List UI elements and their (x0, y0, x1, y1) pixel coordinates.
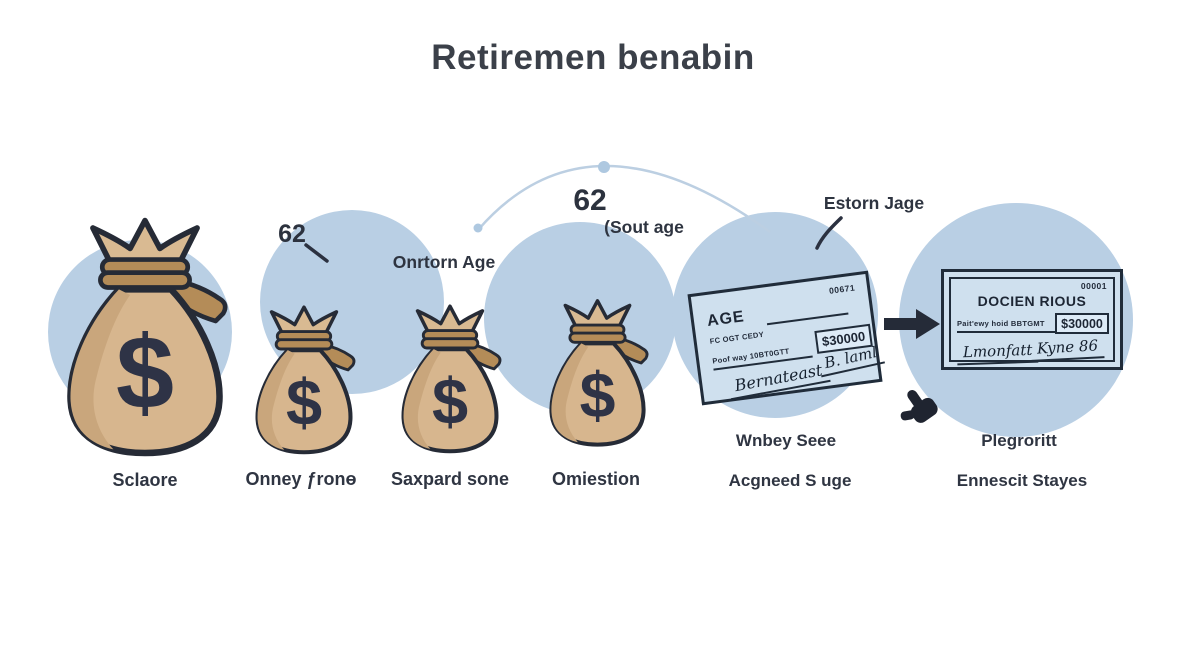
early-age-label: Onrtorn Age (392, 252, 496, 272)
check-number: 00001 (1080, 281, 1107, 291)
full-age-label: (Sout age (604, 217, 684, 237)
countersignature: Kyne 86 (1030, 336, 1105, 362)
dollar-symbol: $ (432, 364, 468, 437)
bag-label-4: Omiestion (551, 469, 641, 489)
benefit-check-2: 00001 DOCIEN RIOUS Pait'ewy hoid BBTGMT … (941, 269, 1123, 370)
estorn-leader-line (815, 216, 843, 250)
check-inner-border (949, 277, 1115, 362)
early-age-number: 62 (278, 220, 306, 248)
check-subtext: FC OGT CEDY (709, 329, 765, 346)
dollar-symbol: $ (580, 359, 616, 431)
check-heading: AGE (706, 308, 746, 330)
payee-line (766, 312, 849, 326)
full-age-number: 62 (573, 184, 607, 217)
bag-label-3: Saxpard sone (390, 469, 510, 489)
money-bag-small-2: $ (392, 294, 508, 460)
money-bag-small-3: $ (540, 281, 655, 461)
check-number: 00671 (828, 282, 856, 296)
bag-label-2: Onney ƒronɵ (245, 469, 357, 489)
amount-box: $30000 (1055, 313, 1109, 334)
dollar-symbol: $ (116, 315, 174, 431)
money-bag-small-1: $ (246, 296, 362, 460)
check2-caption: Plegroritt (981, 431, 1057, 450)
age-tick-line (304, 243, 329, 263)
benefit-check-1: 00671 AGE FC OGT CEDY $30000 Poof way 10… (687, 270, 886, 406)
arrow-right-icon (884, 309, 940, 339)
late-age-label: Estorn Jage (823, 193, 925, 213)
hand-icon (900, 390, 938, 423)
age-arc-dot (473, 223, 483, 233)
check-heading: DOCIEN RIOUS (977, 293, 1087, 309)
money-bag-large: $ (52, 206, 238, 462)
bag-label-1: Sclaore (112, 470, 178, 490)
dollar-symbol: $ (286, 365, 322, 438)
check2-subcaption: Ennescit Stayes (956, 471, 1088, 490)
signature: Lmonfatt (956, 340, 1039, 366)
age-arc-dot (598, 161, 610, 173)
memo-line: Pait'ewy hoid BBTGMT (957, 319, 1055, 333)
check1-subcaption: Acgneed S uge (728, 471, 852, 490)
page-title: Retiremen benabin (431, 38, 755, 77)
check1-caption: Wnbey Seee (735, 431, 837, 450)
